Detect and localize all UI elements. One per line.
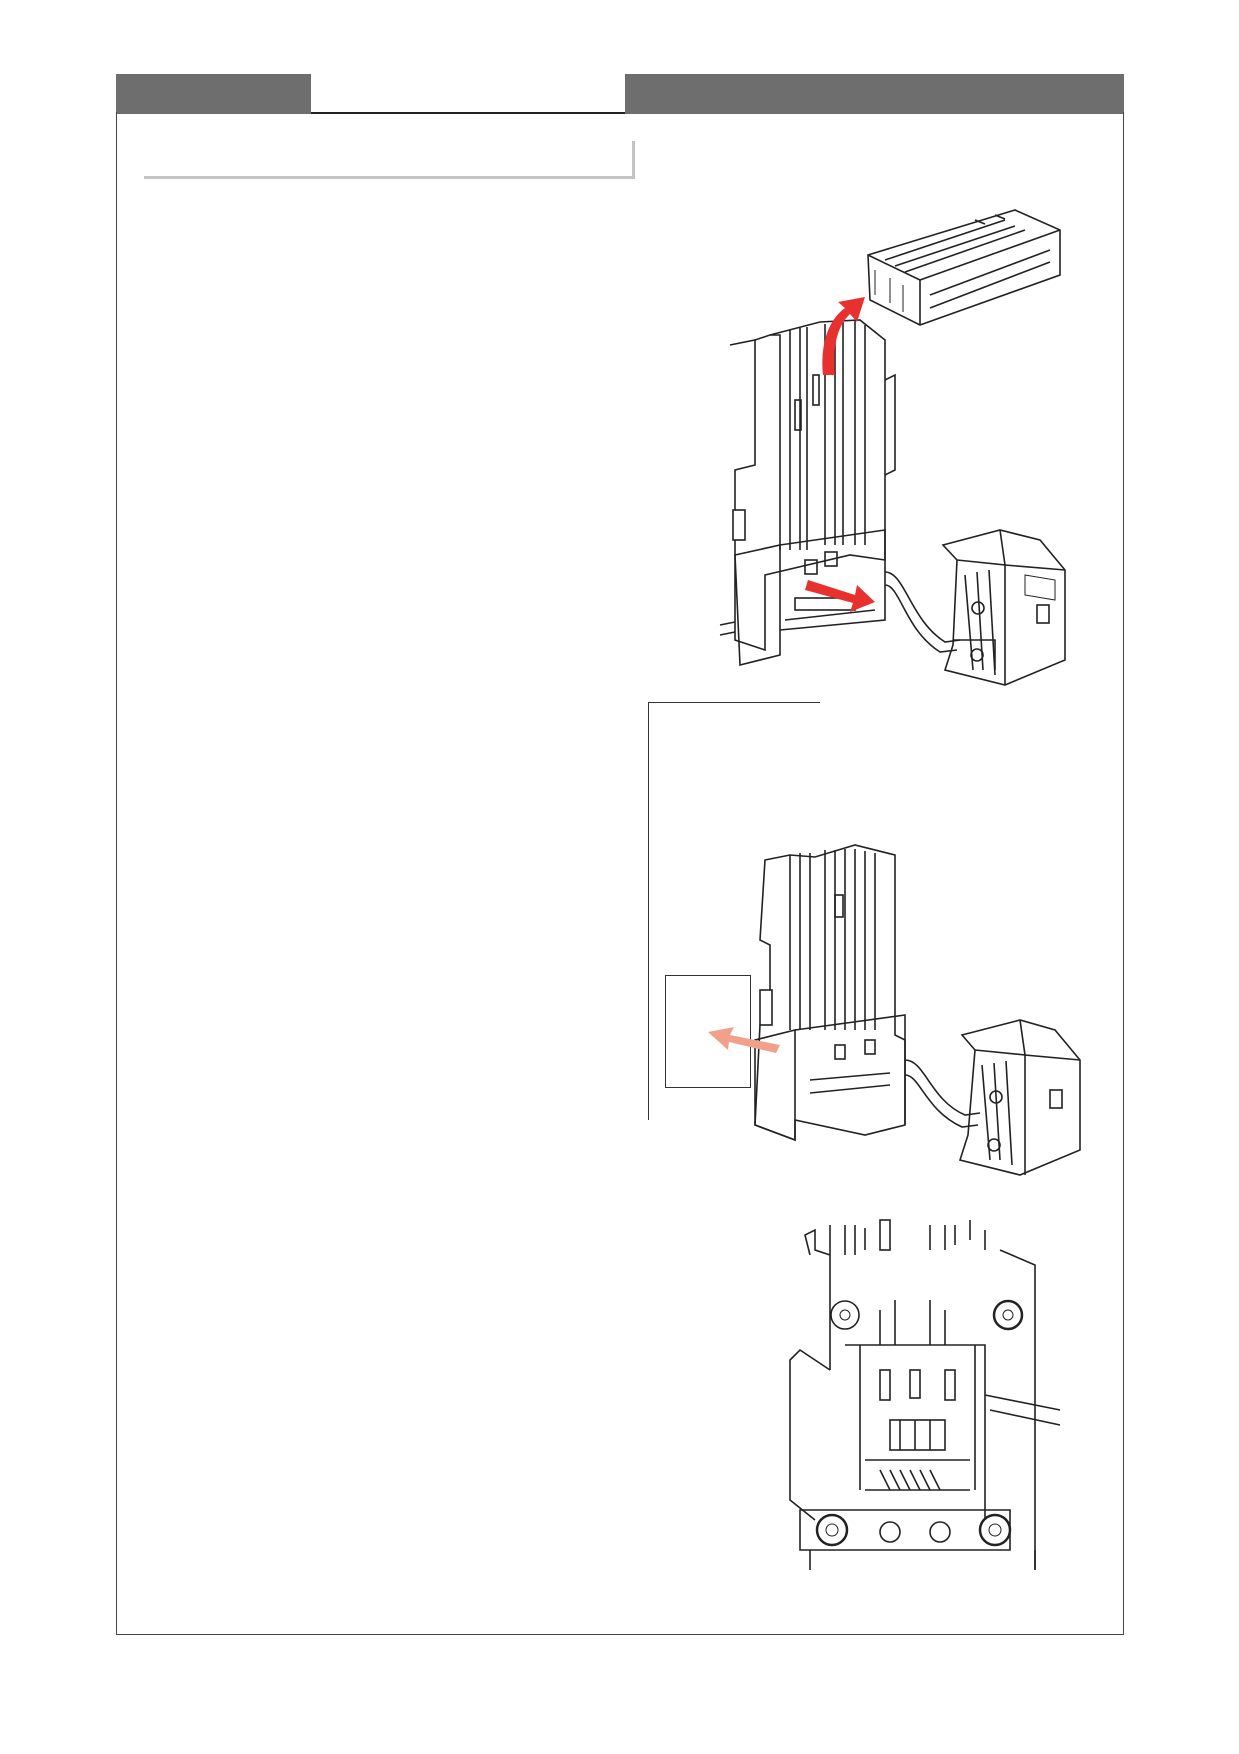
screw-circle-icon — [978, 1513, 1012, 1547]
figure-label-box — [665, 975, 751, 1088]
screw-circle-icon — [879, 1521, 901, 1543]
screw-markers — [815, 1299, 1024, 1547]
figure-1-illustration — [719, 209, 1066, 686]
validator-drawing-2 — [958, 1019, 1081, 1176]
header-bar-right — [625, 74, 1124, 114]
screw-circle-icon — [929, 1521, 951, 1543]
validator-drawing — [941, 529, 1066, 686]
figure-3-illustration — [789, 1219, 1061, 1570]
arrow-up-icon — [822, 297, 865, 375]
header-bar-left — [116, 74, 311, 114]
coin-mechanism-drawing-2 — [754, 844, 981, 1142]
screw-circle-icon — [830, 1300, 860, 1330]
figure-callout-bracket — [648, 702, 820, 1120]
section-heading-rule — [144, 141, 635, 179]
page-frame — [116, 112, 1124, 1635]
screw-circle-icon — [992, 1299, 1024, 1331]
figure-2-illustration — [708, 844, 1081, 1176]
header-center-tab — [311, 74, 625, 114]
cashbox-drawing — [867, 209, 1061, 326]
arrow-left-icon — [708, 1027, 780, 1053]
screw-circle-icon — [815, 1513, 849, 1547]
coin-mechanism-drawing — [719, 319, 961, 667]
arrow-down-right-icon — [805, 580, 875, 612]
closeup-drawing — [789, 1219, 1061, 1570]
